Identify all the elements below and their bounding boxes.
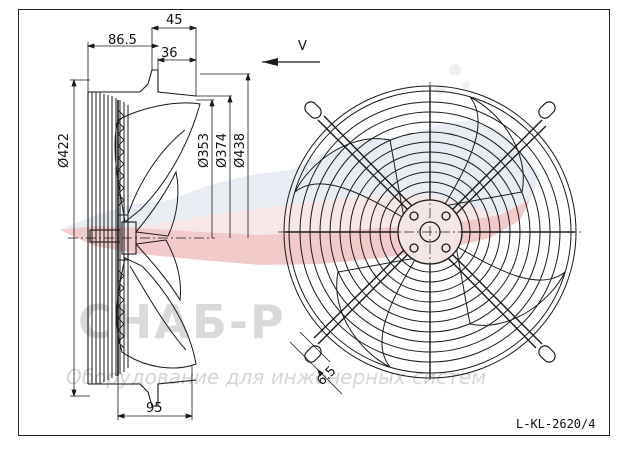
side-fan-blades [114,102,201,369]
front-mounting-feet [304,101,556,363]
dimension-dia-353: Ø353 [197,133,212,168]
dimension-86-5: 86.5 [108,33,137,48]
drawing-reference: L-KL-2620/4 [516,417,595,431]
dimension-95: 95 [146,401,163,416]
front-fan-blades [294,96,566,368]
dimension-36: 36 [161,46,178,61]
view-arrow [262,58,320,66]
dimension-dia-438: Ø438 [233,133,248,168]
watermark-slogan: Оборудование для инженерных систем [66,365,486,389]
dimension-dia-422: Ø422 [57,133,72,168]
dimension-45: 45 [166,13,183,28]
drawing-frame [18,9,610,436]
dimension-dia-374: Ø374 [215,133,230,168]
side-dimensions [70,25,251,420]
view-label-v: V [298,39,307,54]
foot-dimension [289,331,343,395]
front-view [278,82,582,382]
